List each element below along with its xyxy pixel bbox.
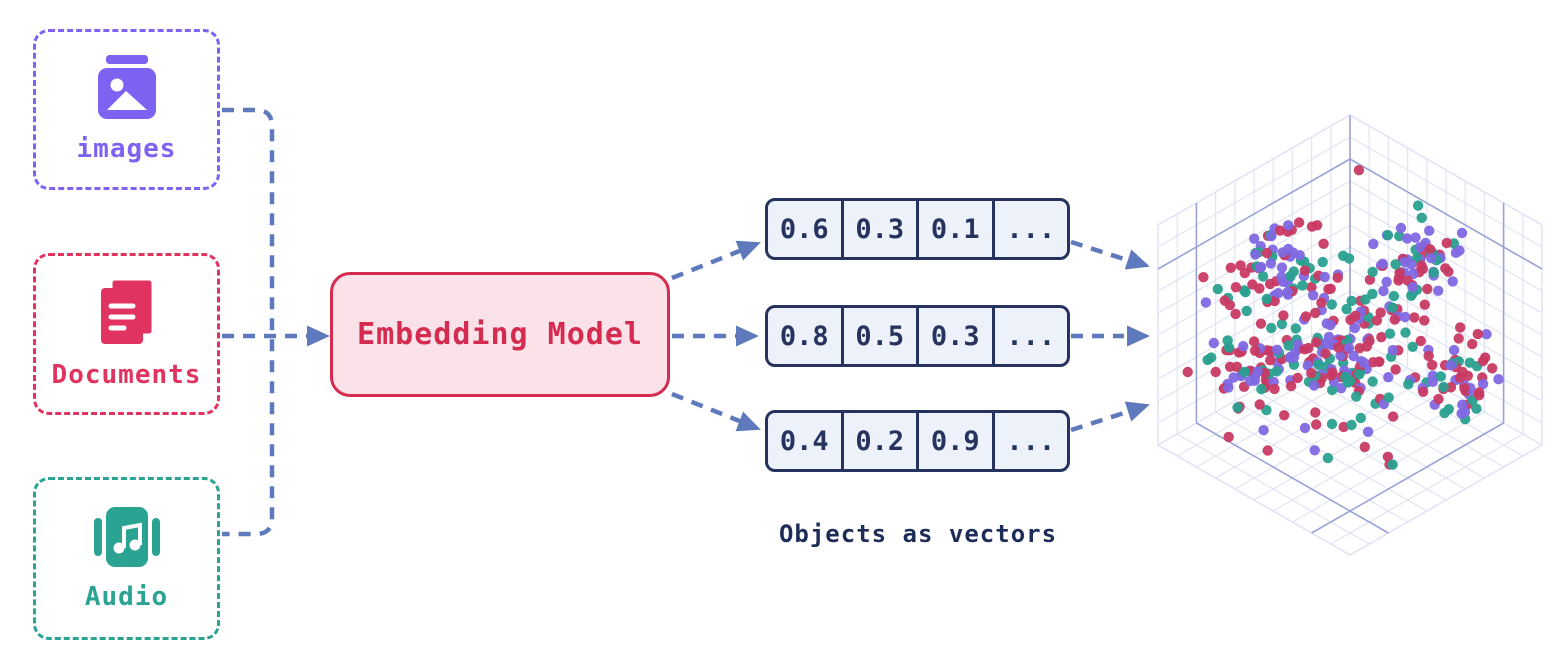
embedding-model-label: Embedding Model (357, 317, 643, 352)
vector-cell: 0.3 (840, 201, 917, 257)
vector-cell-ellipsis: ... (991, 413, 1068, 469)
vector-row-1: 0.6 0.3 0.1 ... (765, 198, 1070, 260)
embedding-model-box: Embedding Model (330, 272, 670, 397)
audio-icon (93, 507, 160, 567)
objects-as-vectors-caption: Objects as vectors (778, 520, 1058, 548)
vector-cell: 0.5 (840, 308, 917, 364)
vector-cell: 0.3 (916, 308, 992, 364)
image-icon (97, 55, 156, 119)
input-label-images: images (76, 134, 177, 164)
vector-cell-ellipsis: ... (991, 308, 1068, 364)
vector-cell-ellipsis: ... (991, 201, 1068, 257)
input-label-audio: Audio (84, 582, 169, 612)
vector-cell: 0.2 (840, 413, 917, 469)
vector-cell: 0.1 (916, 201, 992, 257)
vector-space-scatter-cube (1157, 114, 1543, 556)
input-label-documents: Documents (51, 359, 202, 390)
input-box-images: images (33, 29, 220, 190)
vector-cell: 0.4 (779, 425, 829, 457)
documents-icon (100, 278, 154, 344)
vector-cell: 0.6 (779, 213, 829, 245)
vector-cell: 0.8 (779, 320, 829, 352)
vector-row-3: 0.4 0.2 0.9 ... (765, 410, 1070, 472)
input-box-audio: Audio (33, 477, 220, 640)
input-box-documents: Documents (33, 253, 220, 415)
vector-row-2: 0.8 0.5 0.3 ... (765, 305, 1070, 367)
vector-cell: 0.9 (916, 413, 992, 469)
